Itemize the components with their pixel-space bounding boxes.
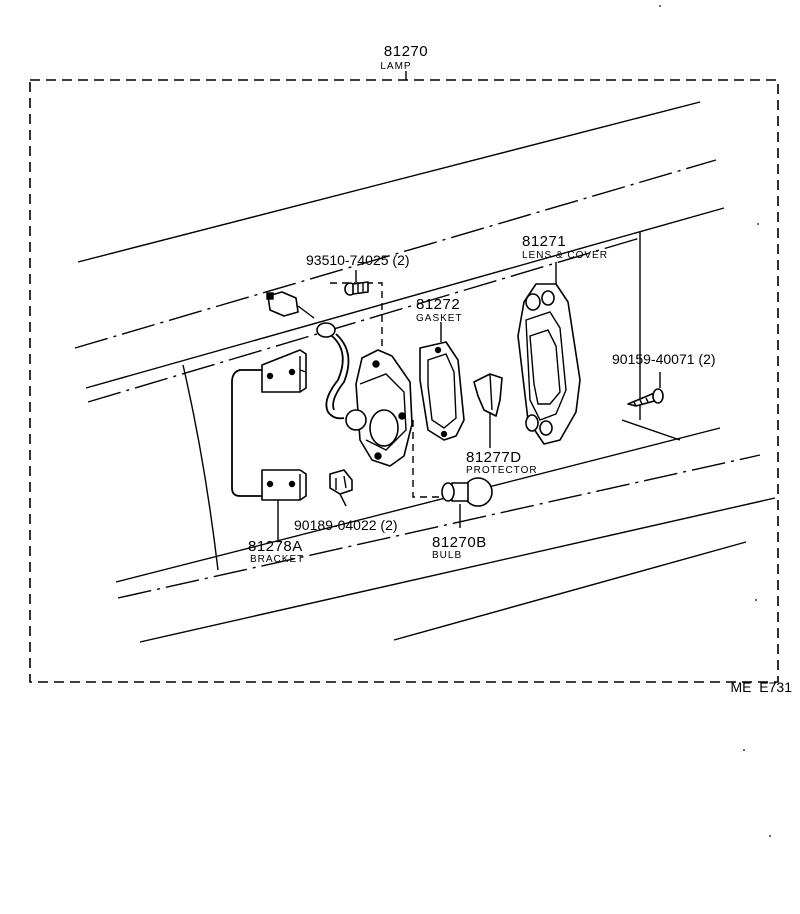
lens-cover-part: [517, 262, 581, 445]
gasket-part: [419, 322, 465, 441]
assembly-frame: [29, 71, 779, 683]
assembly-name: LAMP: [380, 61, 411, 72]
assembly-label: 81270 LAMP: [380, 43, 428, 72]
part-name: PROTECTOR: [466, 465, 538, 476]
part-number: 90189-04022 (2): [294, 517, 398, 533]
part-number: 81271: [522, 233, 566, 250]
scan-specks: [659, 5, 771, 837]
part-number: 81270B: [432, 534, 487, 551]
part-label-lens: 81271 LENS & COVER: [522, 233, 608, 261]
clip-part: [329, 469, 353, 507]
part-label-bulb: 81270B BULB: [432, 534, 487, 561]
lamp-socket-part: [345, 349, 413, 467]
screw-right-part: [627, 372, 664, 407]
part-label-bracket: 81278A BRACKET: [248, 538, 304, 565]
part-name: LENS & COVER: [522, 250, 608, 261]
part-number: 93510-74025 (2): [306, 252, 410, 268]
part-label-screw-right: 90159-40071 (2): [612, 351, 716, 367]
screw-top-part: [344, 270, 369, 296]
part-label-gasket: 81272 GASKET: [416, 296, 463, 324]
part-label-screw-top: 93510-74025 (2): [306, 252, 410, 268]
bracket-part: [231, 349, 307, 540]
part-number: 81278A: [248, 538, 303, 555]
part-label-protector: 81277D PROTECTOR: [466, 449, 538, 476]
part-label-clip: 90189-04022 (2): [294, 517, 398, 533]
bulb-part: [441, 477, 493, 528]
protector-part: [473, 373, 503, 448]
part-number: 81277D: [466, 449, 522, 466]
part-name: BRACKET: [250, 554, 304, 565]
assembly-number: 81270: [384, 43, 428, 60]
socket-wire: [266, 291, 350, 420]
part-number: 81272: [416, 296, 460, 313]
part-name: BULB: [432, 550, 462, 561]
body-panel-lines: [74, 101, 776, 643]
drawing-code: ME E731: [731, 679, 793, 695]
part-number: 90159-40071 (2): [612, 351, 716, 367]
part-name: GASKET: [416, 313, 463, 324]
